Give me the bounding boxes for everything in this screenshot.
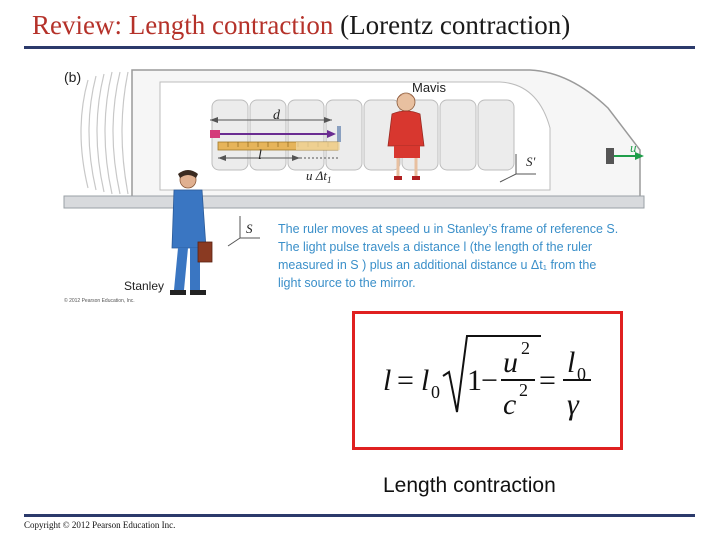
sqrt-sign <box>442 335 541 413</box>
u-dt1-label: u Δt1 <box>306 168 332 185</box>
l-label: l <box>258 148 262 163</box>
formula-frac-l0-sub: 0 <box>577 364 586 384</box>
formula-l0-sub: 0 <box>431 382 440 402</box>
figure-copyright: © 2012 Pearson Education, Inc. <box>64 297 135 304</box>
formula-l: l <box>383 364 391 397</box>
footer-divider <box>24 514 695 517</box>
mirror <box>337 126 341 142</box>
u-velocity-label: u <box>630 140 637 155</box>
l-arrow-left <box>218 155 226 161</box>
title-part-2: (Lorentz contraction) <box>340 10 571 40</box>
copyright-notice: Copyright © 2012 Pearson Education Inc. <box>24 520 176 530</box>
mavis-label: Mavis <box>412 80 446 95</box>
slide-title: Review: Length contraction (Lorentz cont… <box>32 8 570 42</box>
figure-caption: The ruler moves at speed u in Stanley’s … <box>278 220 658 292</box>
formula-minus: − <box>481 364 498 397</box>
formula-u-sup: 2 <box>521 338 530 358</box>
formula-frac-l0: l <box>567 346 575 379</box>
d-label: d <box>273 108 281 123</box>
panel-label: (b) <box>64 69 81 85</box>
caption-line-1: The ruler moves at speed u in Stanley’s … <box>278 222 619 236</box>
title-part-1: Review: Length contraction <box>32 10 334 40</box>
formula-one: 1 <box>467 364 482 397</box>
s-label: S <box>246 221 253 236</box>
frame-s-axes <box>227 216 260 247</box>
train-floor <box>63 195 645 209</box>
train-illustration: (b) Mavis d l u Δt1 S' u S Stanley © 201… <box>63 69 645 304</box>
caption-line-4: light source to the mirror. <box>278 276 416 290</box>
title-divider <box>24 46 695 49</box>
s-prime-label: S' <box>526 154 536 169</box>
length-contraction-label: Length contraction <box>383 474 556 497</box>
formula-u: u <box>503 346 518 379</box>
light-pulse-arrowhead <box>327 130 336 138</box>
frame-s-prime-axes <box>499 154 536 183</box>
length-contraction-formula: l = l 0 1 − u 2 c 2 = l 0 γ <box>383 335 591 421</box>
stanley-figure <box>170 170 213 295</box>
mavis-figure <box>387 92 425 180</box>
stanley-label: Stanley <box>124 279 164 293</box>
d-arrow-left <box>210 117 218 123</box>
formula-eq1: = <box>397 364 414 397</box>
formula-box: l = l 0 1 − u 2 c 2 = l 0 γ <box>352 311 623 450</box>
caption-line-2: The light pulse travels a distance l (th… <box>278 240 593 254</box>
l-arrow-right <box>292 155 300 161</box>
light-source <box>210 130 220 138</box>
train-figure: (b) Mavis d l u Δt1 S' u S Stanley © 201… <box>60 58 650 308</box>
d-arrow-right <box>324 117 332 123</box>
formula-l0: l <box>421 364 429 397</box>
velocity-arrowhead <box>635 152 644 160</box>
formula-eq2: = <box>539 364 556 397</box>
velocity-marker <box>606 148 614 164</box>
formula-c: c <box>503 388 516 421</box>
caption-line-3: measured in S ) plus an additional dista… <box>278 258 597 272</box>
ruler-ghost <box>296 142 340 150</box>
formula-c-sup: 2 <box>519 380 528 400</box>
formula-gamma: γ <box>567 388 580 421</box>
